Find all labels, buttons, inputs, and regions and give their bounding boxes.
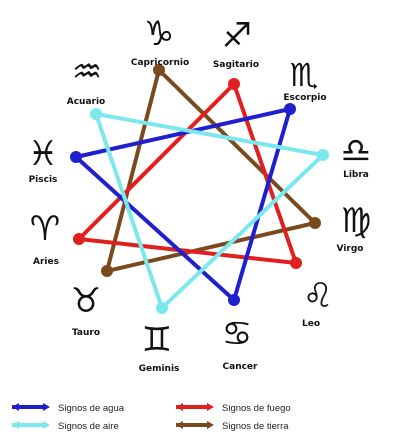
pisces-icon: ♓ — [28, 134, 58, 174]
aquarius-icon: ♒ — [72, 52, 102, 92]
legend-label-aire: Signos de aire — [58, 421, 119, 432]
virgo-icon: ♍ — [341, 201, 371, 241]
label-acuario: Acuario — [67, 97, 106, 107]
fuego-triangle — [77, 82, 298, 265]
dot-virgo — [309, 217, 321, 229]
label-virgo: Virgo — [337, 244, 364, 254]
legend-item-tierra: Signos de tierra — [176, 421, 289, 432]
dot-piscis — [70, 151, 82, 163]
label-libra: Libra — [343, 170, 369, 180]
legend-arrow-tierra — [176, 421, 183, 429]
tierra-triangle — [105, 68, 317, 273]
legend-arrow-aire — [12, 421, 19, 429]
label-leo: Leo — [302, 319, 320, 329]
legend-label-fuego: Signos de fuego — [222, 403, 291, 414]
label-aries: Aries — [33, 257, 59, 267]
leo-icon: ♌ — [303, 276, 333, 316]
legend-arrowhead-agua — [43, 403, 50, 411]
dot-sagitario — [228, 78, 240, 90]
scorpio-icon: ♏ — [290, 56, 319, 94]
dot-escorpio — [284, 103, 296, 115]
legend-item-fuego: Signos de fuego — [176, 403, 291, 414]
aire-triangle — [94, 112, 325, 310]
legend-item-aire: Signos de aire — [12, 421, 119, 432]
taurus-icon: ♉ — [71, 281, 101, 321]
dot-libra — [317, 149, 329, 161]
label-sagitario: Sagitario — [213, 60, 259, 70]
gemini-icon: ♊ — [142, 320, 172, 360]
label-escorpio: Escorpio — [283, 93, 326, 103]
dot-tauro — [101, 265, 113, 277]
legend-label-agua: Signos de agua — [58, 403, 125, 414]
legend-arrowhead-fuego — [207, 403, 214, 411]
capricorn-icon: ♑ — [144, 14, 174, 54]
dot-cancer — [228, 294, 240, 306]
dot-aries — [73, 233, 85, 245]
dot-geminis — [156, 302, 168, 314]
cancer-icon: ♋ — [222, 314, 252, 354]
legend-arrowhead-aire — [43, 421, 50, 429]
label-tauro: Tauro — [72, 328, 100, 338]
label-geminis: Geminis — [139, 364, 180, 374]
dot-acuario — [90, 108, 102, 120]
label-capricornio: Capricornio — [131, 58, 189, 68]
agua-triangle — [74, 107, 292, 302]
legend-arrow-agua — [12, 403, 19, 411]
label-piscis: Piscis — [29, 175, 58, 185]
legend-arrowhead-tierra — [207, 421, 214, 429]
libra-icon: ♎ — [341, 131, 371, 171]
legend-label-tierra: Signos de tierra — [222, 421, 289, 432]
legend-item-agua: Signos de agua — [12, 403, 125, 414]
label-cancer: Cancer — [223, 362, 259, 372]
legend-arrow-fuego — [176, 403, 183, 411]
aries-icon: ♈ — [30, 209, 60, 249]
dot-leo — [290, 257, 302, 269]
sagittarius-icon: ♐ — [222, 16, 252, 56]
legend: Signos de agua Signos de aire Signos de … — [12, 403, 291, 432]
dot-capricornio — [153, 64, 165, 76]
